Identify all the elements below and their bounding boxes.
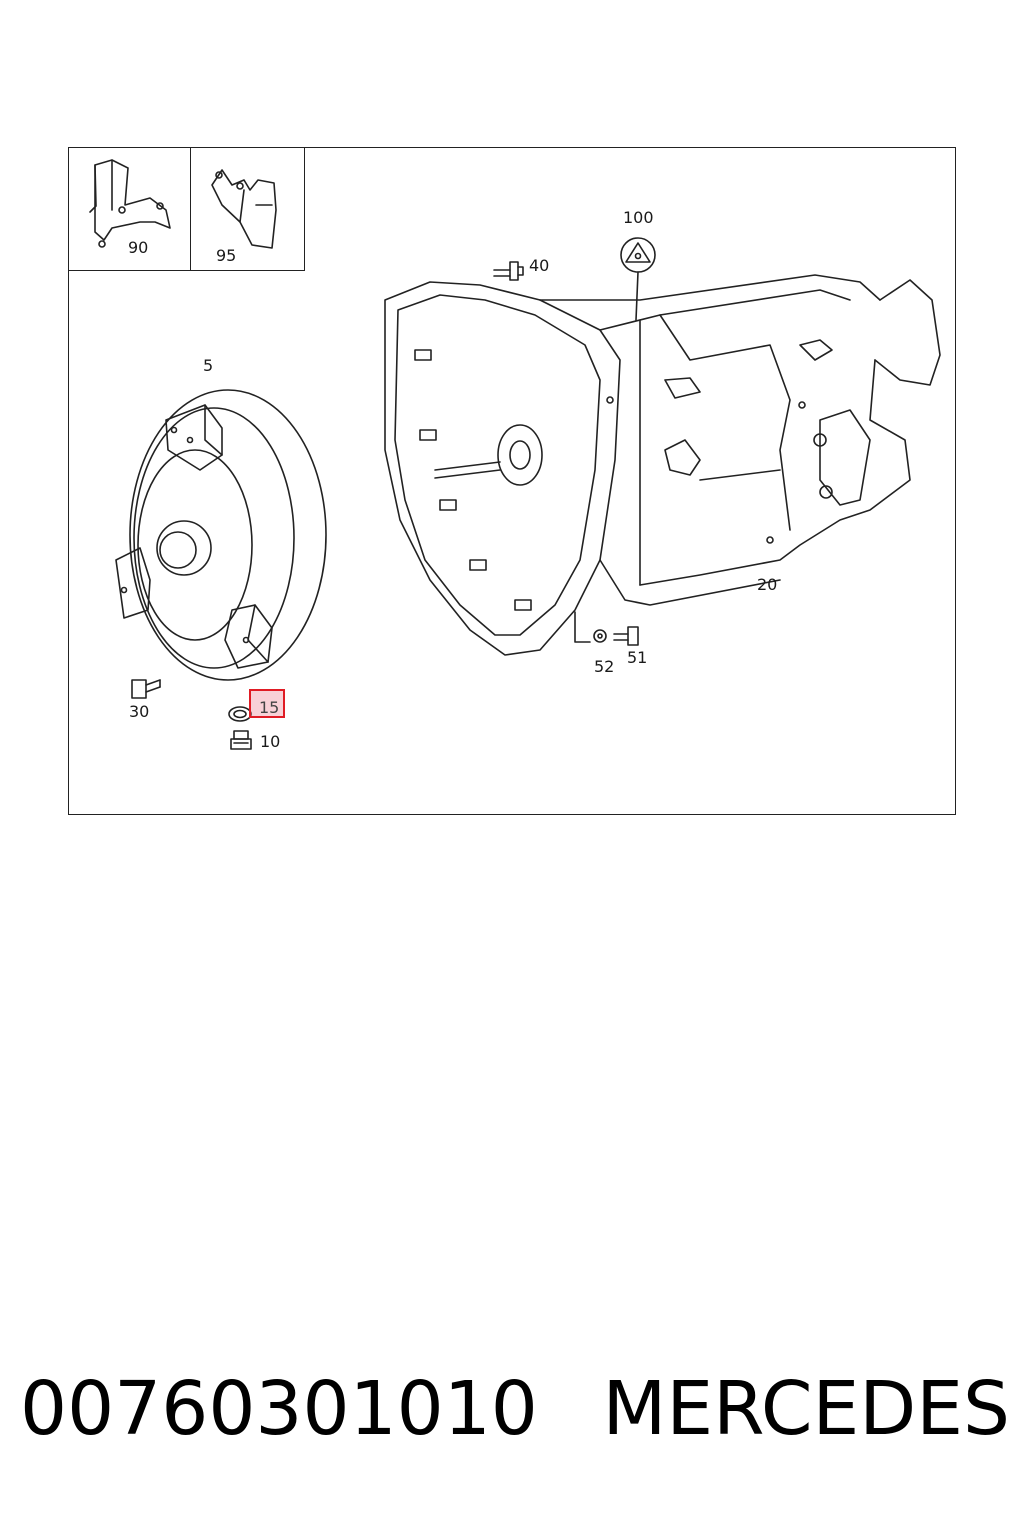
callout-51[interactable]: 51	[627, 648, 648, 667]
callout-10[interactable]: 10	[260, 732, 281, 751]
highlight-box-15	[249, 689, 285, 718]
transmission-housing-drawing	[384, 274, 941, 656]
callout-20[interactable]: 20	[757, 575, 778, 594]
part-number: 00760301010	[20, 1366, 538, 1452]
bolt-30-drawing	[131, 679, 161, 699]
callout-100[interactable]: 100	[623, 208, 654, 227]
callout-30[interactable]: 30	[129, 702, 150, 721]
bolt-40-drawing	[493, 261, 524, 281]
callout-5[interactable]: 5	[203, 356, 214, 375]
bracket-95-drawing	[211, 169, 277, 249]
emblem-100-drawing	[620, 237, 656, 321]
footer-caption: 00760301010 MERCEDES	[20, 1372, 1010, 1472]
bracket-90-drawing	[89, 159, 171, 248]
bolt-51-drawing	[613, 626, 639, 646]
plug-10-drawing	[230, 730, 252, 750]
inset-box-95	[190, 147, 305, 271]
callout-52[interactable]: 52	[594, 657, 615, 676]
washer-52-drawing	[574, 611, 607, 643]
brand-name: MERCEDES	[602, 1366, 1010, 1452]
callout-40[interactable]: 40	[529, 256, 550, 275]
callout-95[interactable]: 95	[216, 246, 237, 265]
callout-15[interactable]: 15	[259, 698, 280, 717]
torque-converter-drawing	[115, 389, 327, 681]
callout-90[interactable]: 90	[128, 238, 149, 257]
seal-ring-15-drawing	[228, 706, 252, 722]
diagram-frame	[68, 147, 956, 815]
